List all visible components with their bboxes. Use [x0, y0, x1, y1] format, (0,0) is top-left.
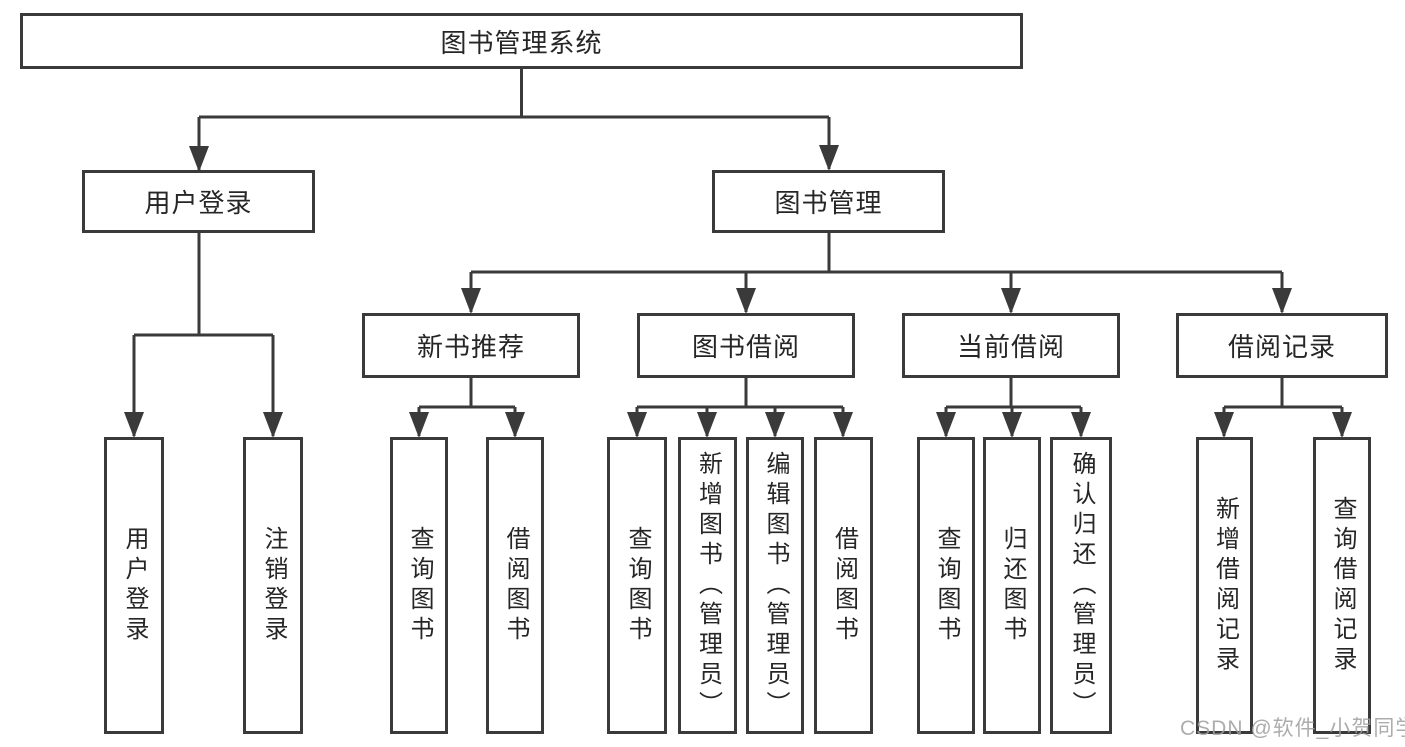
node-label: 图书借阅: [691, 332, 800, 362]
leaf-borrow-add-books-admin: 新增图书（管理员）: [678, 437, 737, 734]
node-label: 注销登录: [260, 525, 287, 646]
leaf-user-login: 用户登录: [104, 437, 164, 734]
leaf-newbook-borrow-books: 借阅图书: [486, 437, 544, 734]
node-label: 借阅图书: [502, 525, 529, 646]
node-label: 用户登录: [121, 525, 148, 646]
node-label: 查询图书: [624, 525, 651, 646]
borrow-records-connector: [1214, 378, 1352, 438]
node-label: 归还图书: [999, 525, 1026, 646]
node-label: 查询图书: [933, 525, 960, 646]
node-label: 新增借阅记录: [1211, 495, 1239, 676]
node-label: 查询图书: [406, 525, 433, 646]
node-book-borrow: 图书借阅: [637, 313, 855, 378]
node-label: 借阅图书: [830, 525, 858, 646]
node-label: 图书管理系统: [440, 27, 603, 58]
node-label: 借阅记录: [1227, 332, 1336, 362]
node-user-login: 用户登录: [82, 170, 315, 233]
csdn-watermark: CSDN @软件_小贺同学: [1180, 717, 1405, 740]
leaf-records-add-record: 新增借阅记录: [1196, 437, 1253, 734]
node-label: 新增图书（管理员）: [694, 450, 722, 721]
node-new-book-recommend: 新书推荐: [362, 313, 580, 378]
node-current-borrow: 当前借阅: [902, 313, 1120, 378]
leaf-current-return-books: 归还图书: [983, 437, 1041, 734]
node-book-management: 图书管理: [712, 170, 945, 233]
leaf-current-query-books: 查询图书: [917, 437, 975, 734]
leaf-logout: 注销登录: [243, 437, 303, 734]
node-label: 查询借阅记录: [1329, 495, 1356, 676]
leaf-records-query-record: 查询借阅记录: [1313, 437, 1371, 734]
node-label: 新书推荐: [416, 332, 525, 362]
node-label: 确认归还（管理员）: [1068, 450, 1095, 721]
current-borrow-connector: [936, 378, 1091, 438]
root-to-level2-connector: [189, 69, 839, 172]
node-root-system: 图书管理系统: [20, 13, 1023, 69]
leaf-current-confirm-return-admin: 确认归还（管理员）: [1050, 437, 1112, 734]
leaf-newbook-query-books: 查询图书: [390, 437, 448, 734]
new-book-recommend-connector: [409, 378, 525, 438]
node-borrow-records: 借阅记录: [1176, 313, 1388, 378]
node-label: 编辑图书（管理员）: [762, 450, 789, 721]
node-label: 当前借阅: [956, 332, 1065, 362]
user-login-connector: [124, 233, 283, 438]
book-management-connector: [461, 233, 1292, 314]
node-label: 用户登录: [144, 188, 253, 218]
leaf-borrow-borrow-books: 借阅图书: [814, 437, 873, 734]
leaf-borrow-edit-books-admin: 编辑图书（管理员）: [746, 437, 804, 734]
book-borrow-connector: [627, 378, 853, 438]
node-label: 图书管理: [774, 188, 883, 218]
leaf-borrow-query-books: 查询图书: [607, 437, 667, 734]
